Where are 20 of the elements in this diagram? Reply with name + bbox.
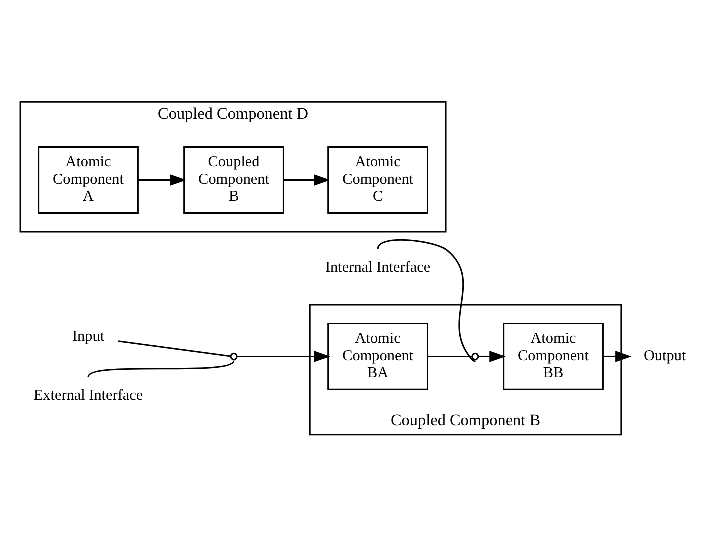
node-circle <box>230 352 238 360</box>
node-text: Input <box>72 328 105 345</box>
node-text: Output <box>644 346 686 364</box>
connector <box>428 355 472 357</box>
arrow <box>138 174 187 186</box>
node-box: Atomic Component BA <box>328 322 428 390</box>
node-text: Internal Interface <box>326 258 431 276</box>
arrow <box>284 174 330 186</box>
arrow <box>238 350 331 362</box>
connector <box>88 360 235 377</box>
node-box: Atomic Component BB <box>503 322 604 390</box>
node-text: External Interface <box>34 386 144 404</box>
connector <box>377 238 476 362</box>
node-box: Coupled Component B <box>184 146 284 214</box>
arrow <box>604 350 632 362</box>
node-circle <box>472 352 480 360</box>
arrow <box>478 350 506 362</box>
node-box: Atomic Component A <box>38 146 139 214</box>
connector <box>118 340 231 357</box>
node-box: Atomic Component C <box>328 146 428 214</box>
